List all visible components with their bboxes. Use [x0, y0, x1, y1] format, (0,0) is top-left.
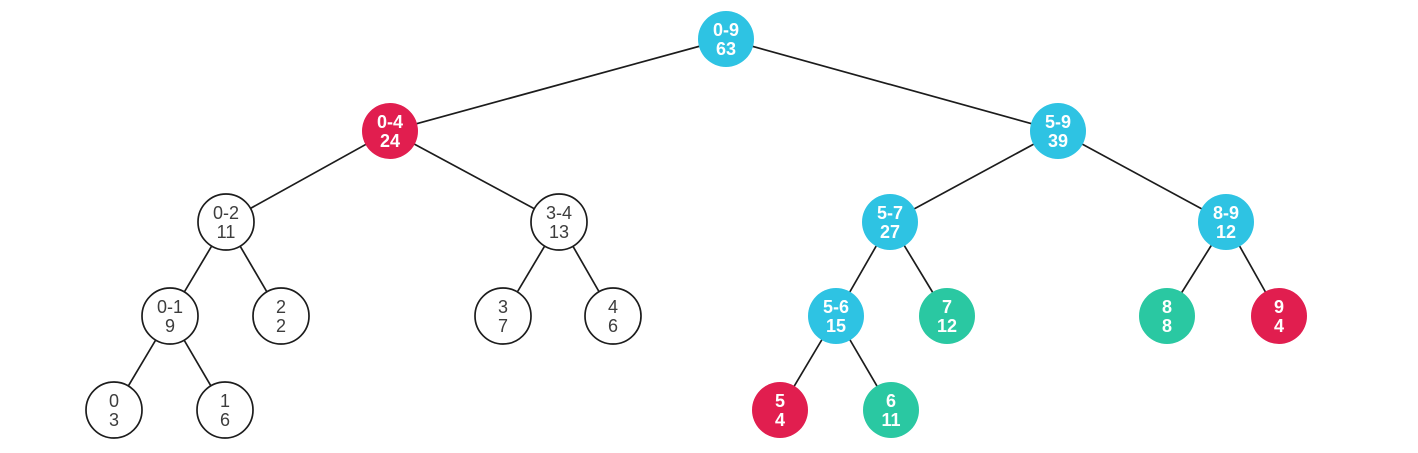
tree-edge-5-9-to-5-7: [889, 130, 1059, 223]
tree-edge-0-4-to-0-2: [225, 130, 391, 223]
node-circle-5-7: [862, 194, 918, 250]
node-circle-4: [584, 287, 642, 345]
node-circle-1: [196, 381, 254, 439]
node-circle-0-9: [698, 11, 754, 67]
node-circle-2: [252, 287, 310, 345]
node-circle-9: [1251, 288, 1307, 344]
node-circle-0-4: [362, 103, 418, 159]
tree-edge-0-4-to-3-4: [389, 130, 560, 223]
tree-edge-0-9-to-5-9: [725, 38, 1059, 132]
node-circle-8-9: [1198, 194, 1254, 250]
node-circle-0-2: [197, 193, 255, 251]
node-circle-0: [85, 381, 143, 439]
tree-edge-0-9-to-0-4: [389, 38, 727, 132]
node-circle-3: [474, 287, 532, 345]
node-circle-5-6: [808, 288, 864, 344]
node-circle-0-1: [141, 287, 199, 345]
node-circle-7: [919, 288, 975, 344]
node-circle-6: [863, 382, 919, 438]
node-circle-5-9: [1030, 103, 1086, 159]
node-circle-5: [752, 382, 808, 438]
node-circle-3-4: [530, 193, 588, 251]
node-circle-8: [1139, 288, 1195, 344]
tree-edge-5-9-to-8-9: [1057, 130, 1227, 223]
